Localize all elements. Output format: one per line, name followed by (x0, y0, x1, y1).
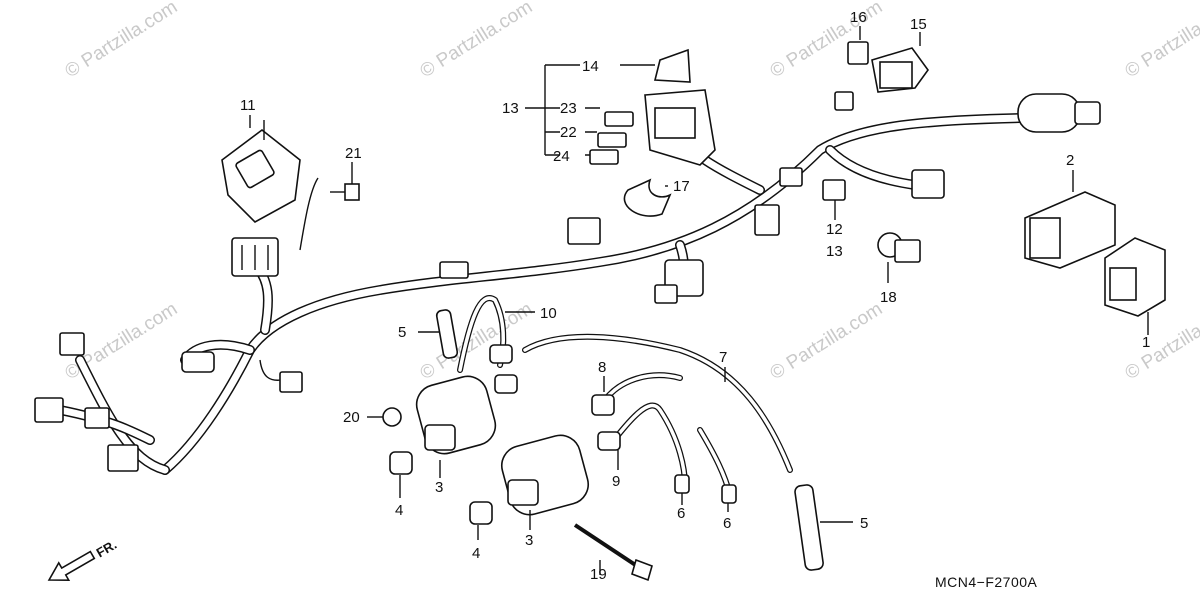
callout-6: 6 (723, 515, 731, 532)
callout-3: 3 (435, 479, 443, 496)
front-direction-arrow: FR. (47, 537, 120, 581)
callout-22: 22 (560, 124, 577, 141)
callout-10: 10 (540, 305, 557, 322)
watermark: © Partzilla.com (767, 299, 887, 385)
callout-4: 4 (472, 545, 480, 562)
callout-13: 13 (826, 243, 843, 260)
callout-20: 20 (343, 409, 360, 426)
watermark: © Partzilla.com (62, 0, 182, 82)
callouts: 1 2 3 3 4 4 5 5 6 6 7 8 9 10 11 12 13 13… (240, 9, 1150, 583)
callout-17: 17 (673, 178, 690, 195)
callout-5: 5 (398, 324, 406, 341)
callout-7: 7 (719, 349, 727, 366)
part-19-bolt (573, 523, 653, 582)
callout-6: 6 (677, 505, 685, 522)
callout-12: 12 (826, 221, 843, 238)
watermark: © Partzilla.com (767, 0, 887, 82)
part-4-collar-a (389, 451, 413, 475)
part-21-bolt (330, 172, 360, 201)
part-17-clamp (623, 178, 672, 217)
part-1-unit (1104, 237, 1166, 317)
callout-8: 8 (598, 359, 606, 376)
plug-caps (435, 309, 824, 571)
callout-2: 2 (1066, 152, 1074, 169)
callout-23: 23 (560, 100, 577, 117)
callout-5: 5 (860, 515, 868, 532)
watermark: © Partzilla.com (1122, 0, 1200, 82)
part-11-control-unit (221, 120, 301, 223)
front-arrow-label: FR. (94, 537, 120, 560)
part-2-unit (1024, 191, 1116, 269)
spark-plug-cables (457, 295, 793, 498)
part-20-nut (382, 407, 402, 427)
callout-16: 16 (850, 9, 867, 26)
callout-9: 9 (612, 473, 620, 490)
part-4-collar-b (469, 501, 493, 525)
part-18-holder (877, 232, 921, 263)
fuse-box (525, 48, 716, 166)
callout-14: 14 (582, 58, 599, 75)
wire-harness (55, 113, 1025, 475)
callout-24: 24 (553, 148, 570, 165)
harness-connectors-left (34, 332, 303, 472)
callout-13: 13 (502, 100, 519, 117)
part-3-ignition-coil-a (415, 375, 497, 455)
callout-4: 4 (395, 502, 403, 519)
diagram-code: MCN4−F2700A (935, 574, 1038, 590)
harness-connectors-top (439, 91, 945, 304)
part-3-ignition-coil-b (500, 434, 590, 516)
watermark: © Partzilla.com (417, 0, 537, 82)
callout-3: 3 (525, 532, 533, 549)
callout-19: 19 (590, 566, 607, 583)
callout-1: 1 (1142, 334, 1150, 351)
part-12-connector (822, 179, 846, 201)
callout-11: 11 (240, 97, 256, 114)
part-16-connector (847, 41, 869, 65)
callout-15: 15 (910, 16, 927, 33)
part-15-relay (871, 47, 929, 93)
connector-block (231, 237, 279, 277)
callout-18: 18 (880, 289, 897, 306)
callout-21: 21 (345, 145, 362, 162)
leader-lines (249, 26, 1149, 575)
starter-cable-end (1017, 93, 1101, 133)
